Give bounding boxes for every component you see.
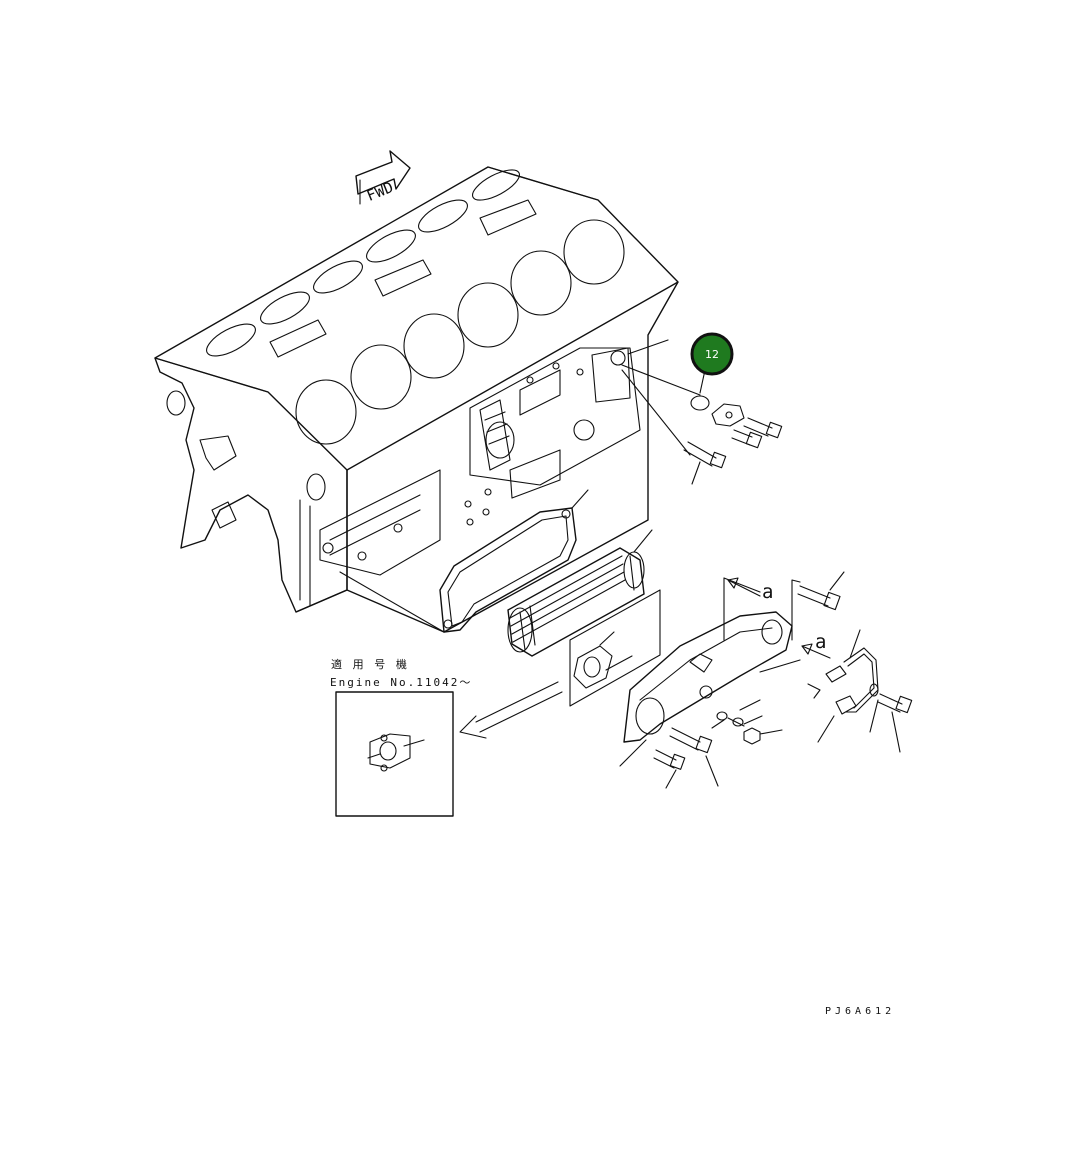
view-arrow-lower: a [801,631,831,659]
oil-cooler-element [507,529,653,657]
pipe-and-fittings [759,629,879,743]
drawing-code: PJ6A612 [825,1006,896,1017]
detail-arrow [459,681,563,739]
callout-number: 12 [705,348,719,361]
washers-and-nuts [716,711,783,745]
view-marker-a-lower: a [815,631,826,653]
note-box [335,691,454,817]
bolts-right [797,571,913,753]
applicable-serial-label: 適 用 号 機 [331,658,409,671]
engine-number-label: Engine No.11042～ [330,676,473,689]
callout-badge-12[interactable]: 12 [690,332,734,394]
detail-frame-gasket [569,589,661,707]
bolts-lower [653,727,719,789]
bolts-upper [683,417,783,469]
cylinder-block [154,166,679,633]
fwd-arrow: FWD [355,150,411,205]
oil-cooler-cover [619,577,801,767]
oil-cooler-gasket [439,489,589,633]
plug-and-plate [690,395,745,427]
view-arrow-upper: a [727,577,773,603]
fwd-label: FWD [364,178,396,205]
view-marker-a-upper: a [762,581,773,603]
leader-lines [339,339,701,633]
